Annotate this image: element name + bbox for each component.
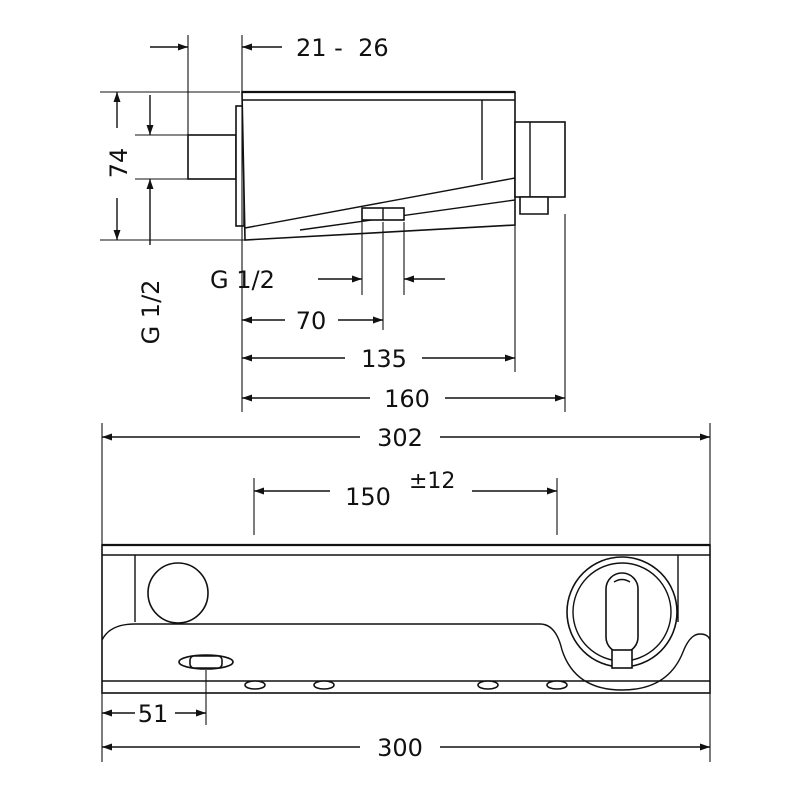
dim-overall-width: 302 bbox=[377, 424, 423, 452]
dim-inlet-spacing: 150 bbox=[345, 483, 391, 511]
front-view: 302 150 ±12 51 300 bbox=[101, 423, 711, 762]
wall-pipe-stub bbox=[187, 134, 237, 180]
side-view: 21 - 26 74 G 1/2 G 1/2 70 135 160 bbox=[100, 34, 566, 413]
dim-inlet-tolerance: ±12 bbox=[409, 469, 455, 494]
dim-wall-depth: 21 - 26 bbox=[296, 34, 389, 62]
flow-button bbox=[147, 562, 209, 624]
dim-outlet-offset-front: 51 bbox=[138, 700, 169, 728]
dim-depth-total: 160 bbox=[384, 385, 430, 413]
dim-height: 74 bbox=[105, 148, 133, 179]
knob-side bbox=[514, 121, 566, 198]
dim-outlet-offset: 70 bbox=[296, 307, 327, 335]
dim-base-width: 300 bbox=[377, 734, 423, 762]
dim-pipe-thread: G 1/2 bbox=[137, 280, 165, 345]
dim-outlet-thread: G 1/2 bbox=[210, 266, 275, 294]
dim-depth-body: 135 bbox=[361, 345, 407, 373]
